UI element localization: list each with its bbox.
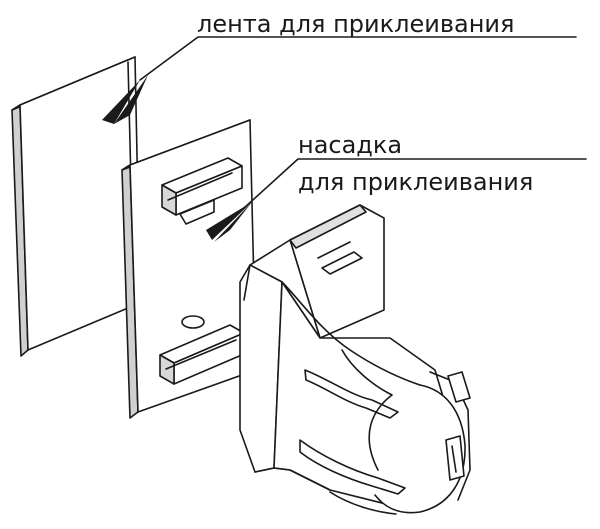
leader-tape — [102, 36, 577, 124]
label-adhesive-tape: лента для приклеивания — [197, 10, 515, 38]
leader-adapter — [206, 158, 587, 242]
adhesive-tape-part — [11, 56, 141, 357]
label-adhesive-adapter-line1: насадка — [298, 131, 403, 159]
adhesive-adapter-part — [121, 119, 257, 419]
label-adhesive-adapter-line2: для приклеивания — [298, 168, 534, 196]
bracket-body-part — [239, 204, 471, 515]
